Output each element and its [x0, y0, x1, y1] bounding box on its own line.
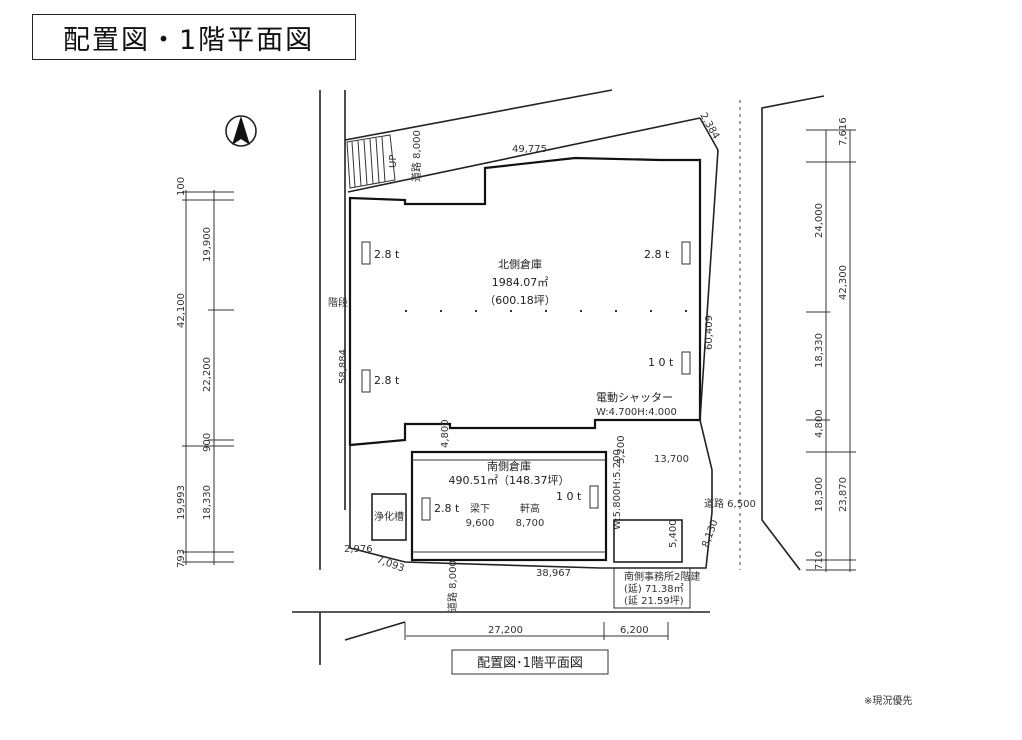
dim-8130: 8,130 — [700, 518, 720, 549]
left-dim-900: 900 — [202, 433, 213, 452]
dim-49775: 49,775 — [512, 144, 547, 155]
south-warehouse-outline — [410, 450, 608, 562]
page-title-text: 配置図・1階平面図 — [63, 24, 315, 56]
crane-label-1: 2.8 t — [374, 248, 400, 261]
south-warehouse-name: 南側倉庫 — [487, 459, 531, 473]
dim-4800a: 4,800 — [440, 419, 451, 448]
bottom-road-corner — [344, 621, 406, 641]
top-road-edge-lower — [347, 117, 701, 193]
right-dim-18300: 18,300 — [814, 477, 825, 512]
stair-hatch — [346, 134, 396, 189]
right-dim-23870: 23,870 — [838, 477, 849, 512]
south-height-value-1: 9,600 — [466, 518, 495, 529]
left-dim-ticks — [182, 191, 234, 563]
crane-label-3: 2.8 t — [374, 374, 400, 387]
south-height-value-2: 8,700 — [516, 518, 545, 529]
left-dim-19993: 19,993 — [176, 485, 187, 520]
crane-marker-2 — [681, 241, 691, 265]
left-dim-22200: 22,200 — [202, 357, 213, 392]
dim-5200: 5,200 — [616, 435, 627, 464]
site-boundary — [349, 149, 719, 569]
office-line-3: (延 21.59坪) — [624, 594, 684, 607]
road-label-bottom: 道路 8,000 — [446, 560, 459, 612]
dim-6200: 6,200 — [620, 625, 649, 636]
office-line-2: (延) 71.38㎡ — [624, 583, 684, 595]
dim-60409: 60,409 — [704, 315, 715, 350]
top-road-edge-upper — [344, 89, 613, 141]
south-warehouse-area: 490.51㎡（148.37坪） — [449, 474, 570, 487]
right-dim-18330: 18,330 — [814, 333, 825, 368]
right-dim-24000: 24,000 — [814, 203, 825, 238]
road-label-top: 道路 8,000 — [410, 130, 423, 182]
crane-label-6: 1 0 t — [556, 490, 582, 503]
office-outline — [613, 519, 683, 563]
north-warehouse-area: 1984.07㎡ — [492, 276, 549, 289]
right-dim-7616: 7,616 — [838, 117, 849, 146]
left-dim-19900: 19,900 — [202, 227, 213, 262]
left-dim-793: 793 — [176, 549, 187, 568]
dim-2976: 2,976 — [344, 544, 373, 555]
dim-38967: 38,967 — [536, 568, 571, 579]
road-up-label: UP — [388, 155, 399, 168]
dim-2384: 2,384 — [697, 111, 721, 141]
south-shutter-size: W:5.800H:5.200 — [612, 449, 623, 530]
right-dim-ticks — [806, 129, 856, 571]
dim-5400: 5,400 — [668, 519, 679, 548]
drawing-caption: 配置図･1階平面図 — [477, 656, 583, 671]
right-dim-710: 710 — [814, 551, 825, 570]
right-road-edge — [761, 95, 825, 571]
crane-marker-6 — [589, 485, 599, 509]
crane-label-2: 2.8 t — [644, 248, 670, 261]
crane-label-4: 1 0 t — [648, 356, 674, 369]
right-dim-42300: 42,300 — [838, 265, 849, 300]
north-warehouse-name: 北側倉庫 — [498, 257, 542, 271]
north-arrow-icon — [225, 115, 257, 147]
left-dim-100: 100 — [176, 177, 187, 196]
north-warehouse-tsubo: （600.18坪） — [484, 294, 556, 307]
footer-note: ※現況優先 — [864, 696, 913, 707]
shutter-size: W:4.700H:4.000 — [596, 407, 677, 418]
dim-58884: 58,884 — [338, 349, 349, 384]
stair-label: 階段 — [328, 296, 348, 309]
right-dim-4800: 4,800 — [814, 409, 825, 438]
septic-tank-label: 浄化槽 — [374, 510, 404, 523]
crane-marker-4 — [681, 351, 691, 375]
south-height-label-2: 軒高 — [520, 502, 540, 515]
south-height-label-1: 梁下 — [470, 502, 490, 515]
crane-label-5: 2.8 t — [434, 502, 460, 515]
dim-27200: 27,200 — [488, 625, 523, 636]
shutter-label: 電動シャッター — [596, 390, 673, 404]
top-road-corner — [699, 117, 719, 151]
dim-13700: 13,700 — [654, 454, 689, 465]
office-line-1: 南側事務所2階建 — [624, 570, 700, 583]
road-label-right: 道路 6,500 — [704, 497, 756, 510]
crane-marker-5 — [421, 497, 431, 521]
septic-tank — [371, 493, 407, 541]
crane-marker-1 — [361, 241, 371, 265]
page-title: 配置図・1階平面図 — [32, 14, 356, 60]
column-row — [405, 310, 687, 312]
left-dim-18330: 18,330 — [202, 485, 213, 520]
left-dim-42100: 42,100 — [176, 293, 187, 328]
drawing-caption-box — [451, 649, 609, 675]
crane-marker-3 — [361, 369, 371, 393]
